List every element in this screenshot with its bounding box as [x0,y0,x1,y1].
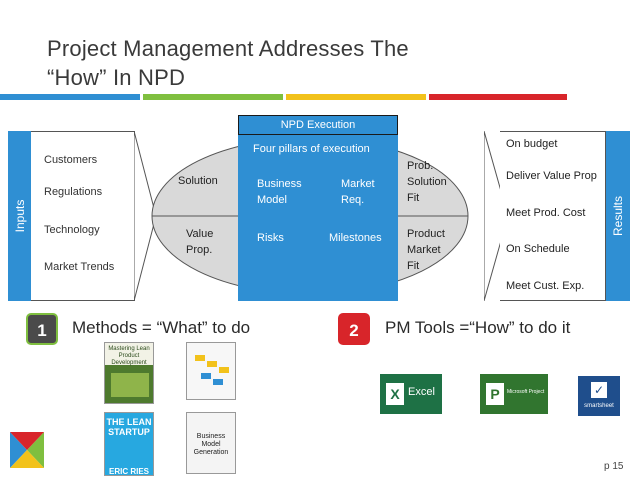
smartsheet-check-icon: ✓ [591,382,607,398]
smartsheet-icon: ✓ smartsheet [578,376,620,416]
book-mastering-lean-cover: Mastering Lean Product Development [104,342,154,404]
label-product-market-fit: Product Market Fit [407,226,445,274]
pillar-market-req-line-2: Req. [341,194,365,206]
company-logo-icon [10,432,44,468]
smartsheet-label: smartsheet [584,403,614,409]
results-box: On budget Deliver Value Prop Meet Prod. … [500,131,606,301]
excel-label: Excel [408,386,435,398]
label-product-market-fit-line-2: Market [407,244,441,256]
methods-label: Methods = “What” to do [72,318,251,337]
result-item-on-budget: On budget [506,138,558,150]
color-bar-red [429,94,567,100]
pillar-business-model-line-1: Business [257,178,302,190]
book-mastering-lean-title: Mastering Lean Product Development [108,346,150,366]
results-arrow [484,131,508,301]
book-mastering-lean-art [111,373,149,397]
input-item-regulations: Regulations [44,186,103,198]
results-band-label: Results [611,195,625,237]
label-value-prop-line-1: Value [186,228,214,240]
page-number: p 15 [604,461,624,472]
input-item-customers: Customers [44,154,98,166]
result-item-on-schedule: On Schedule [506,243,570,255]
label-prob-solution-fit: Prob. Solution Fit [407,158,447,206]
book-mastering-lean-title-area [105,343,153,365]
methods-number-badge: 1 [26,313,58,345]
book-diagram-cover [186,342,236,400]
label-value-prop: Value Prop. [186,226,213,258]
slide-title-line-2: “How” In NPD [47,65,186,90]
pillar-market-req: Market Req. [341,176,375,208]
slide-title-line-1: Project Management Addresses The [47,36,409,61]
result-item-meet-cust-exp: Meet Cust. Exp. [506,280,585,292]
input-item-market-trends: Market Trends [44,261,115,273]
npd-execution-header: NPD Execution [238,115,398,135]
book-diagram-art [195,355,229,385]
label-solution: Solution [178,175,218,187]
slide-title: Project Management Addresses The “How” I… [47,34,607,92]
inputs-arrow [134,131,156,301]
ms-project-label: Microsoft Project [507,389,545,395]
input-item-technology: Technology [44,224,100,236]
tools-label: PM Tools =“How” to do it [385,318,571,337]
tools-number-badge: 2 [338,313,370,345]
book-lean-startup-title-line-1: THE LEAN [106,417,152,427]
excel-letter-icon: X [386,383,404,405]
label-prob-solution-fit-line-2: Solution [407,176,447,188]
result-item-deliver-value: Deliver Value Prop [506,170,597,182]
label-value-prop-line-2: Prop. [186,244,213,256]
color-bar-green [143,94,283,100]
book-business-model-cover: Business Model Generation [186,412,236,474]
book-business-model-title: Business Model Generation [193,433,229,456]
pillar-milestones: Milestones [329,232,382,244]
results-band: Results [606,131,630,301]
color-bar-blue [0,94,140,100]
label-product-market-fit-line-1: Product [407,228,445,240]
excel-icon: X Excel [380,374,442,414]
book-lean-startup-cover: THE LEAN STARTUP ERIC RIES [104,412,154,476]
inputs-band: Inputs [8,131,32,301]
color-bar-yellow [286,94,426,100]
label-prob-solution-fit-line-1: Prob. [407,160,434,172]
pillar-market-req-line-1: Market [341,178,375,190]
ms-project-letter-icon: P [486,383,504,405]
pillar-risks: Risks [257,232,284,244]
book-lean-startup-author: ERIC RIES [108,467,149,476]
inputs-box: Customers Regulations Technology Market … [31,131,135,301]
result-item-meet-prod-cost: Meet Prod. Cost [506,207,586,219]
label-prob-solution-fit-line-3: Fit [407,192,420,204]
inputs-band-label: Inputs [13,199,27,233]
book-lean-startup-title-line-2: STARTUP [108,427,150,437]
execution-center-box [238,131,398,301]
four-pillars-label: Four pillars of execution [253,143,370,155]
ms-project-icon: P Microsoft Project [480,374,548,414]
pillar-business-model-line-2: Model [257,194,287,206]
label-product-market-fit-line-3: Fit [407,260,420,272]
pillar-business-model: Business Model [257,176,302,208]
